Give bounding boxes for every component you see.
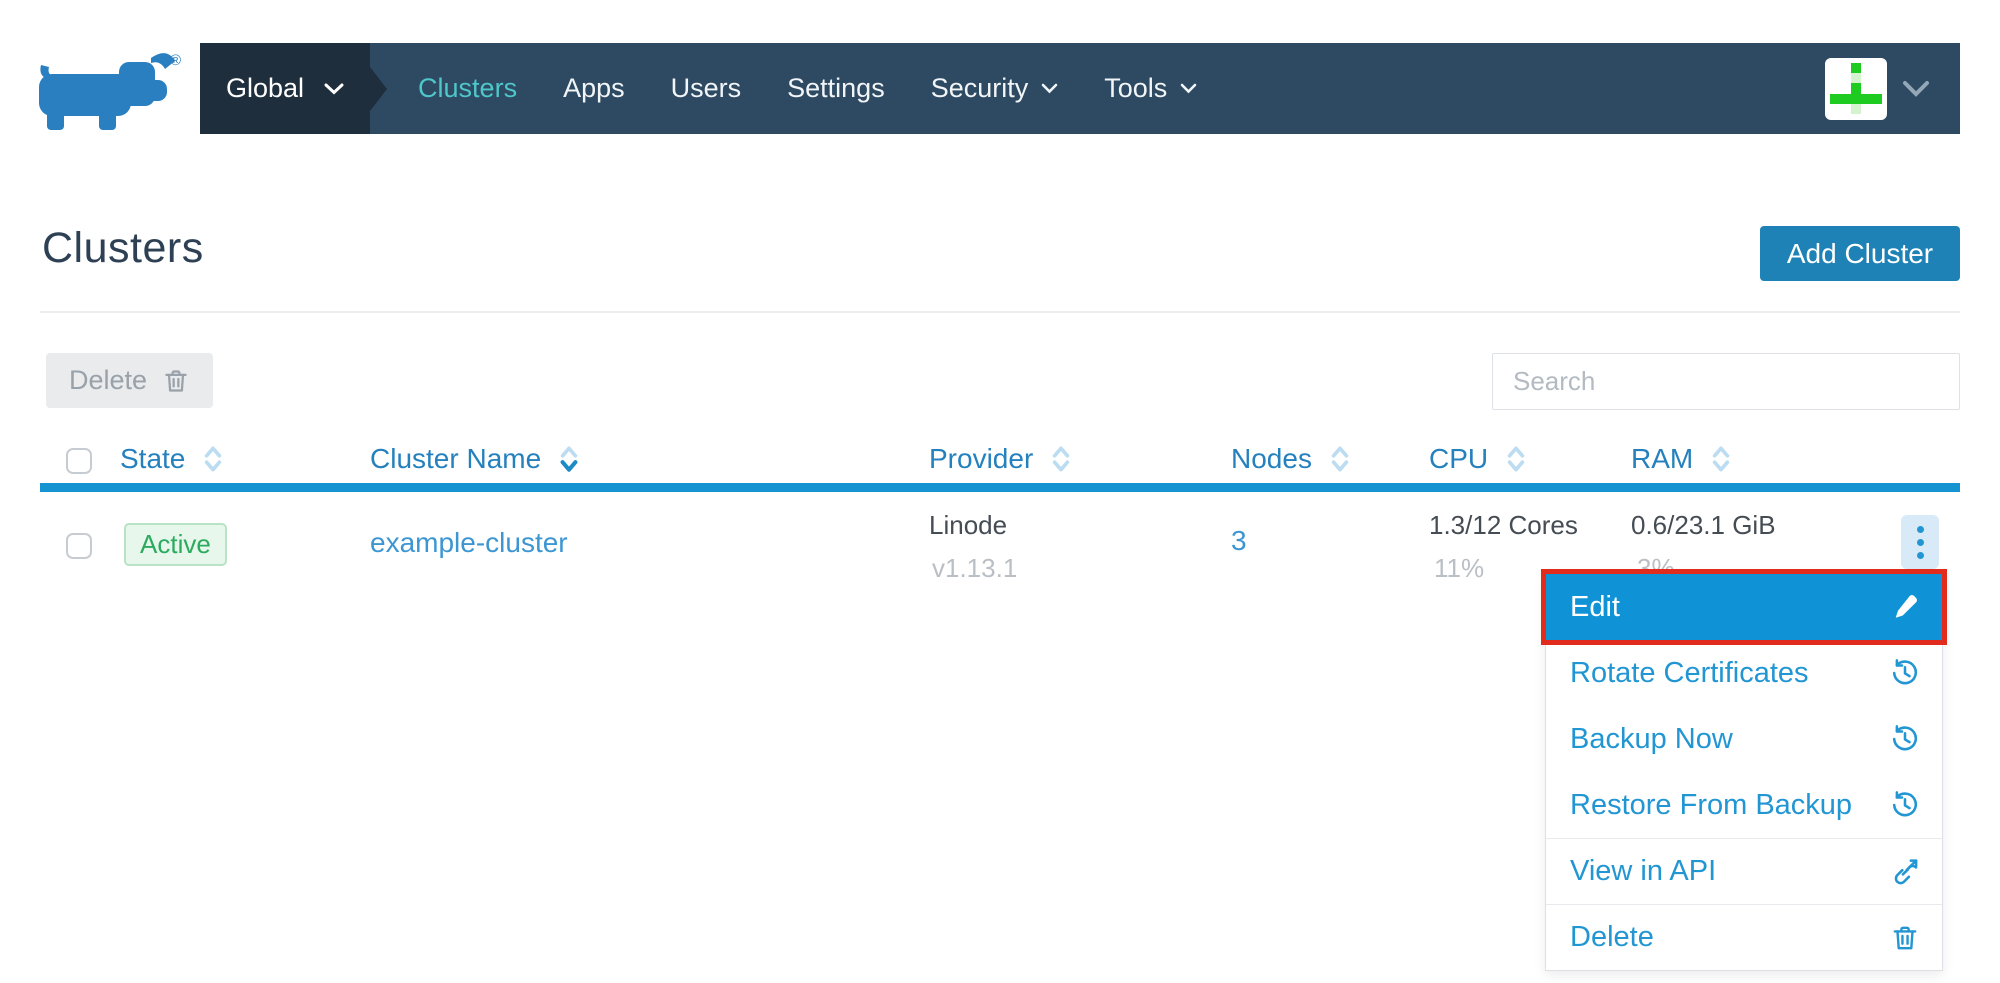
- global-dropdown[interactable]: Global: [200, 43, 370, 134]
- sort-icon: [1329, 443, 1351, 475]
- sort-icon: [1505, 443, 1527, 475]
- external-link-icon: [1890, 857, 1920, 887]
- nav-item-security[interactable]: Security: [908, 73, 1082, 104]
- nav-links: Clusters Apps Users Settings Security To…: [395, 73, 1220, 104]
- trash-icon: [1890, 923, 1920, 953]
- nav-item-settings[interactable]: Settings: [764, 73, 908, 104]
- rancher-logo: [33, 50, 183, 135]
- history-icon: [1890, 790, 1920, 820]
- add-cluster-button[interactable]: Add Cluster: [1760, 226, 1960, 281]
- chevron-down-icon: [1902, 80, 1930, 98]
- delete-selected-button[interactable]: Delete: [46, 353, 213, 408]
- sort-icon: [1710, 443, 1732, 475]
- menu-item-restore-from-backup[interactable]: Restore From Backup: [1546, 772, 1942, 838]
- menu-item-view-in-api[interactable]: View in API: [1546, 838, 1942, 904]
- cpu-cell: 1.3/12 Cores: [1429, 510, 1578, 541]
- ram-cell: 0.6/23.1 GiB: [1631, 510, 1776, 541]
- header-divider: [40, 311, 1960, 313]
- sort-icon: [202, 443, 224, 475]
- chevron-down-icon: [324, 83, 344, 95]
- user-avatar: [1825, 58, 1887, 120]
- menu-item-edit[interactable]: Edit: [1546, 574, 1942, 640]
- chevron-down-icon: [1041, 83, 1058, 94]
- nodes-count-link[interactable]: 3: [1231, 525, 1247, 557]
- nav-item-apps[interactable]: Apps: [540, 73, 648, 104]
- chevron-down-icon: [1180, 83, 1197, 94]
- table-header-rule: [40, 483, 1960, 492]
- sort-icon-active: [558, 443, 580, 475]
- top-navbar: Global Clusters Apps Users Settings Secu…: [200, 43, 1960, 134]
- column-header-state[interactable]: State: [120, 443, 224, 475]
- breadcrumb-arrow: [370, 67, 387, 111]
- registered-trademark: ®: [170, 52, 181, 69]
- column-header-cluster-name[interactable]: Cluster Name: [370, 443, 580, 475]
- trash-icon: [162, 367, 190, 395]
- history-icon: [1890, 658, 1920, 688]
- user-menu[interactable]: [1825, 58, 1960, 120]
- column-header-nodes[interactable]: Nodes: [1231, 443, 1351, 475]
- column-header-provider[interactable]: Provider: [929, 443, 1072, 475]
- provider-cell: Linode: [929, 510, 1007, 541]
- menu-item-backup-now[interactable]: Backup Now: [1546, 706, 1942, 772]
- pencil-icon: [1890, 592, 1920, 622]
- global-label: Global: [226, 73, 304, 104]
- search-input[interactable]: [1492, 353, 1960, 410]
- select-all-checkbox[interactable]: [66, 448, 92, 474]
- sort-icon: [1050, 443, 1072, 475]
- row-actions-menu: Edit Rotate Certificates Backup Now Rest…: [1545, 573, 1943, 971]
- row-actions-kebab-button[interactable]: [1901, 515, 1939, 569]
- column-header-cpu[interactable]: CPU: [1429, 443, 1527, 475]
- status-badge: Active: [124, 523, 227, 566]
- provider-version: v1.13.1: [932, 553, 1017, 584]
- row-checkbox[interactable]: [66, 533, 92, 559]
- nav-item-tools[interactable]: Tools: [1081, 73, 1220, 104]
- history-icon: [1890, 724, 1920, 754]
- nav-item-clusters[interactable]: Clusters: [395, 73, 540, 104]
- menu-item-delete[interactable]: Delete: [1546, 904, 1942, 970]
- column-header-ram[interactable]: RAM: [1631, 443, 1732, 475]
- nav-item-users[interactable]: Users: [648, 73, 765, 104]
- menu-item-rotate-certificates[interactable]: Rotate Certificates: [1546, 640, 1942, 706]
- cpu-percent: 11%: [1434, 553, 1484, 584]
- page-title: Clusters: [42, 224, 204, 273]
- cluster-name-link[interactable]: example-cluster: [370, 527, 568, 559]
